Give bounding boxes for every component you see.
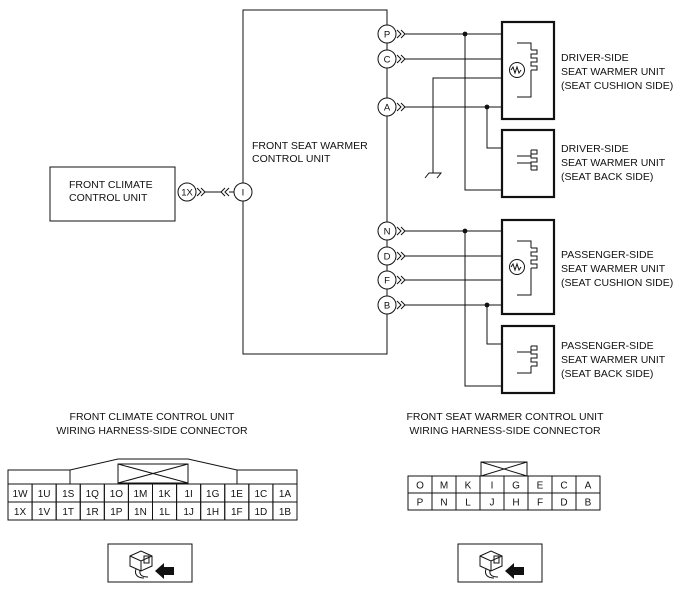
passenger-thermistor-icon bbox=[509, 259, 525, 275]
passenger-cushion-label-1: PASSENGER-SIDE bbox=[561, 249, 654, 261]
control-unit-label-line2: CONTROL UNIT bbox=[252, 153, 331, 165]
seat-connector-cell-label: J bbox=[490, 497, 495, 508]
seat-connector-cell-label: O bbox=[416, 480, 424, 491]
seat-connector-cell-label: B bbox=[585, 497, 592, 508]
driver-cushion-label-3: (SEAT CUSHION SIDE) bbox=[561, 80, 673, 92]
climate-connector-title-2: WIRING HARNESS-SIDE CONNECTOR bbox=[56, 425, 248, 437]
pin-f-label: F bbox=[384, 276, 390, 287]
seat-connector-cells: O M K I G E C A P N L J H F D B bbox=[407, 475, 601, 511]
seat-connector-cell-label: M bbox=[440, 480, 448, 491]
pin-b bbox=[377, 295, 397, 315]
climate-unit-label-line1: FRONT CLIMATE bbox=[69, 179, 153, 191]
pin-c-label: C bbox=[384, 55, 391, 66]
pin-f bbox=[377, 270, 397, 290]
pin-a-label: A bbox=[384, 103, 391, 114]
driver-back-label-3: (SEAT BACK SIDE) bbox=[561, 171, 653, 183]
climate-connector-cell-label: 1A bbox=[279, 489, 292, 500]
pin-p-label: P bbox=[384, 30, 390, 41]
seat-connector-cell-label: G bbox=[512, 480, 520, 491]
seat-connector-cell-label: I bbox=[491, 480, 494, 491]
climate-connector-title-1: FRONT CLIMATE CONTROL UNIT bbox=[70, 411, 235, 423]
pin-c bbox=[377, 49, 397, 69]
connector-view-icon bbox=[107, 543, 193, 583]
passenger-cushion-label-2: SEAT WARMER UNIT bbox=[561, 263, 666, 275]
climate-connector-cell-label: 1X bbox=[14, 507, 27, 518]
climate-connector-cell-label: 1G bbox=[206, 489, 220, 500]
seat-connector-cell bbox=[575, 492, 601, 511]
seat-connector-cell-label: L bbox=[465, 497, 471, 508]
climate-connector-cell bbox=[272, 501, 298, 521]
climate-connector-cell-label: 1K bbox=[158, 489, 171, 500]
climate-connector-cell-label: 1D bbox=[254, 507, 267, 518]
seat-connector-cell-label: P bbox=[417, 497, 424, 508]
front-seat-warmer-control-unit-box bbox=[242, 9, 388, 355]
pin-i bbox=[233, 182, 253, 202]
climate-connector-cell-label: 1S bbox=[62, 489, 75, 500]
seat-connector-cell-label: N bbox=[440, 497, 447, 508]
passenger-back-heater-box bbox=[500, 324, 556, 395]
climate-connector-cell-label: 1U bbox=[38, 489, 51, 500]
seat-connector-title-1: FRONT SEAT WARMER CONTROL UNIT bbox=[407, 411, 605, 423]
driver-cushion-label-1: DRIVER-SIDE bbox=[561, 52, 629, 64]
climate-connector-cell-label: 1M bbox=[134, 489, 148, 500]
passenger-back-label-3: (SEAT BACK SIDE) bbox=[561, 368, 653, 380]
seat-connector-title-2: WIRING HARNESS-SIDE CONNECTOR bbox=[409, 425, 601, 437]
climate-connector-cell-label: 1Q bbox=[86, 489, 100, 500]
seat-connector-cell-label: D bbox=[560, 497, 567, 508]
climate-connector-cell-label: 1C bbox=[254, 489, 267, 500]
connector-view-icon bbox=[457, 543, 543, 583]
seat-connector-cell-label: K bbox=[465, 480, 472, 491]
climate-connector-cells: 1W 1U 1S 1Q 1O 1M 1K 1I 1G 1E 1C 1A 1X 1V 1T 1R 1P 1N 1L 1J… bbox=[7, 483, 298, 521]
climate-connector-cell-label: 1J bbox=[183, 507, 194, 518]
climate-connector-cell-label: 1O bbox=[110, 489, 124, 500]
climate-connector-cell-label: 1T bbox=[62, 507, 74, 518]
seat-connector-cell-label: E bbox=[537, 480, 544, 491]
passenger-back-label-2: SEAT WARMER UNIT bbox=[561, 354, 666, 366]
driver-back-label-2: SEAT WARMER UNIT bbox=[561, 157, 666, 169]
climate-connector-cell-label: 1E bbox=[231, 489, 244, 500]
pin-1x bbox=[177, 182, 197, 202]
passenger-cushion-label-3: (SEAT CUSHION SIDE) bbox=[561, 277, 673, 289]
passenger-back-label-1: PASSENGER-SIDE bbox=[561, 340, 654, 352]
climate-connector-cell-label: 1R bbox=[86, 507, 99, 518]
pin-n-label: N bbox=[384, 227, 391, 238]
climate-connector-cell-label: 1V bbox=[38, 507, 51, 518]
climate-connector-cell-label: 1B bbox=[279, 507, 292, 518]
climate-connector-cell-label: 1F bbox=[231, 507, 243, 518]
climate-connector-cell-label: 1L bbox=[159, 507, 171, 518]
seat-connector-cell-label: C bbox=[560, 480, 567, 491]
driver-back-label-1: DRIVER-SIDE bbox=[561, 143, 629, 155]
pin-a bbox=[377, 97, 397, 117]
climate-connector-cell-label: 1I bbox=[184, 489, 192, 500]
pin-n bbox=[377, 221, 397, 241]
seat-connector-cell-label: H bbox=[512, 497, 519, 508]
pin-d-label: D bbox=[384, 252, 391, 263]
climate-connector-cell-label: 1P bbox=[110, 507, 123, 518]
pin-1x-label: 1X bbox=[181, 188, 193, 199]
climate-unit-label-line2: CONTROL UNIT bbox=[69, 192, 148, 204]
seat-connector-cell-label: F bbox=[537, 497, 543, 508]
climate-connector-cell-label: 1W bbox=[13, 489, 29, 500]
front-climate-control-unit-box bbox=[49, 166, 176, 222]
driver-cushion-label-2: SEAT WARMER UNIT bbox=[561, 66, 666, 78]
pin-b-label: B bbox=[384, 301, 390, 312]
pin-i-label: I bbox=[242, 188, 245, 199]
climate-connector-cell-label: 1N bbox=[134, 507, 147, 518]
driver-thermistor-icon bbox=[509, 62, 525, 78]
seat-connector-cell-label: A bbox=[585, 480, 592, 491]
climate-connector-cell-label: 1H bbox=[206, 507, 219, 518]
control-unit-label-line1: FRONT SEAT WARMER bbox=[252, 140, 368, 152]
pin-d bbox=[377, 246, 397, 266]
pin-p bbox=[377, 24, 397, 44]
